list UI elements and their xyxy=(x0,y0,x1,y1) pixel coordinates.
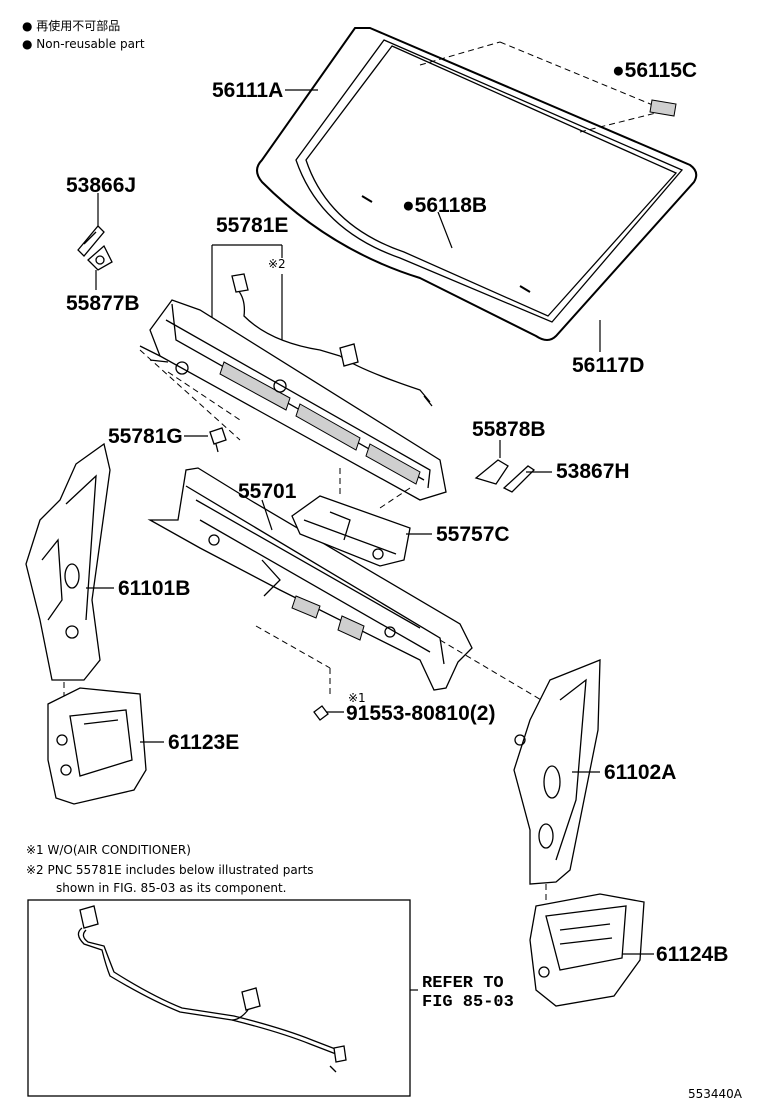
seal-53867h-icon xyxy=(502,465,536,493)
part-61101B: 61101B xyxy=(118,577,190,600)
cowl-inner-55757c-icon xyxy=(291,495,411,567)
refer-line-2: FIG 85-03 xyxy=(422,993,514,1012)
part-91553-80810: 91553-80810(2) xyxy=(346,702,495,725)
clip-55781g-icon xyxy=(209,427,227,453)
figure-id: 553440A xyxy=(688,1087,743,1101)
part-61102A: 61102A xyxy=(604,761,676,784)
hose-assembly-icon xyxy=(77,905,347,1073)
grommet-55877b-icon xyxy=(87,244,113,271)
note-ref-1: ※1 xyxy=(348,691,366,705)
left-pillar-61101b-icon xyxy=(25,442,111,681)
windshield-glass-icon xyxy=(256,27,698,341)
right-lower-61124b-icon xyxy=(529,893,645,1007)
cowl-top-louver-icon xyxy=(139,299,447,501)
part-56117D: 56117D xyxy=(572,354,644,377)
part-53867H: 53867H xyxy=(556,460,630,483)
part-55878B: 55878B xyxy=(472,418,546,441)
part-61123E: 61123E xyxy=(168,731,239,754)
part-53866J: 53866J xyxy=(66,174,136,197)
leader-56118B xyxy=(437,211,453,249)
seal-55878b-icon xyxy=(474,459,509,485)
part-61124B: 61124B xyxy=(656,943,728,966)
part-56115C: ●56115C xyxy=(612,59,697,82)
cowl-panel-icon xyxy=(147,467,473,691)
clip-53866j-icon xyxy=(77,225,105,257)
part-55781E: 55781E xyxy=(216,214,288,237)
legend-english: ● Non-reusable part xyxy=(22,37,145,51)
legend-japanese: ● 再使用不可部品 xyxy=(22,18,120,33)
part-55757C: 55757C xyxy=(436,523,510,546)
inset-frame xyxy=(27,899,411,1097)
part-55701: 55701 xyxy=(238,480,297,503)
note-ref-2: ※2 xyxy=(268,257,286,271)
footnote-3: shown in FIG. 85-03 as its component. xyxy=(56,881,286,895)
part-55781G: 55781G xyxy=(108,425,183,448)
footnote-2: ※2 PNC 55781E includes below illustrated… xyxy=(26,863,314,877)
part-55877B: 55877B xyxy=(66,292,140,315)
refer-line-1: REFER TO xyxy=(422,974,504,993)
footnote-1: ※1 W/O(AIR CONDITIONER) xyxy=(26,843,191,857)
right-pillar-61102a-icon xyxy=(513,659,601,885)
leader-55701 xyxy=(261,499,273,531)
part-56118B: ●56118B xyxy=(402,194,487,217)
washer-hose-icon xyxy=(231,273,433,407)
part-56111A: 56111A xyxy=(212,79,283,102)
bolt-91553-icon xyxy=(313,705,344,721)
left-lower-61123e-icon xyxy=(47,687,147,805)
